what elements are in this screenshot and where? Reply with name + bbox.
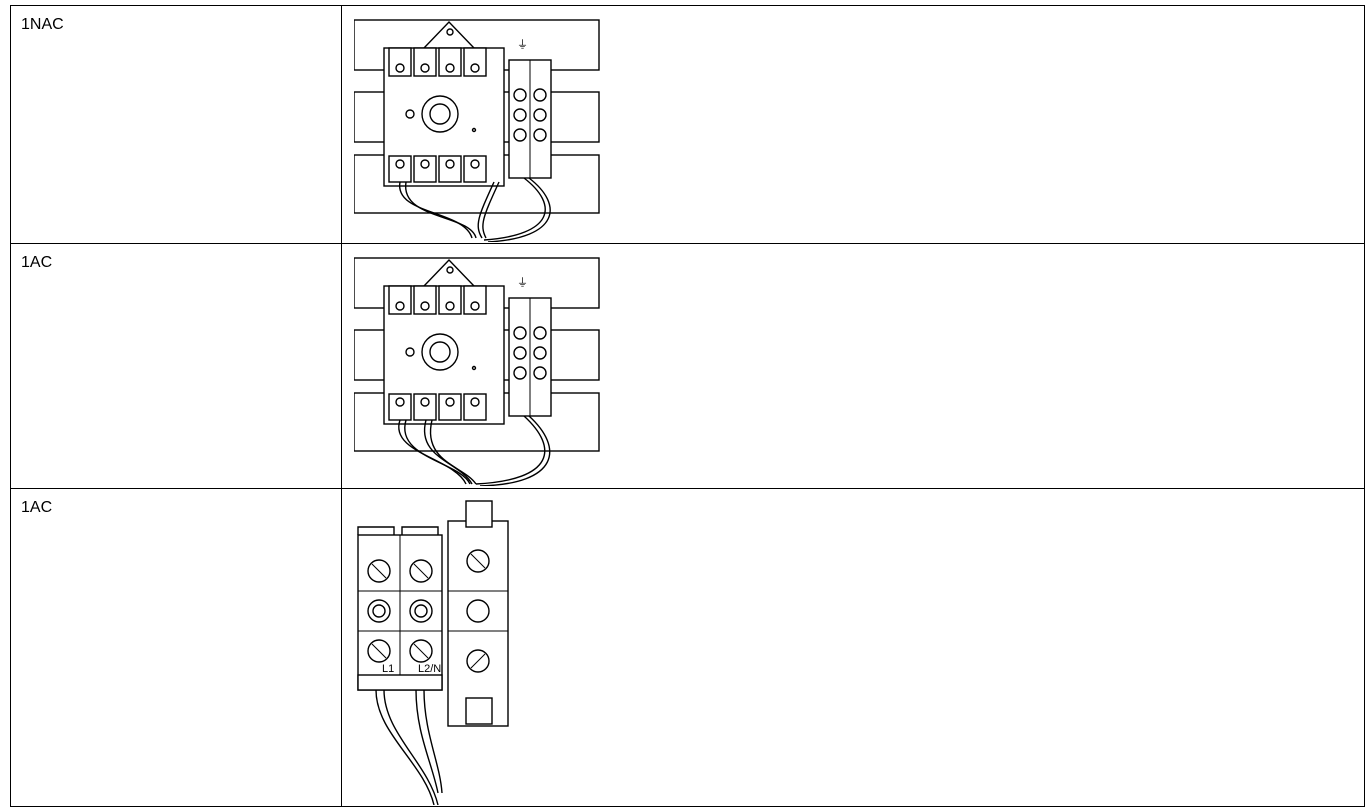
figure-cell: ⏚ bbox=[341, 5, 1365, 244]
isolator-switch-diagram: ⏚ bbox=[354, 19, 600, 242]
rotary-knob-icon bbox=[421, 95, 459, 133]
table-row: 1AC bbox=[10, 488, 1365, 807]
terminal-label-l1: L1 bbox=[382, 663, 394, 675]
bottom-terminals bbox=[388, 393, 487, 421]
row-label: 1AC bbox=[21, 254, 53, 271]
table-row: 1NAC bbox=[10, 5, 1365, 244]
top-terminals bbox=[388, 285, 487, 315]
label-cell: 1NAC bbox=[10, 5, 342, 244]
earth-symbol-icon: ⏚ bbox=[517, 276, 528, 289]
terminal-block-diagram: L1 L2/N bbox=[357, 500, 509, 805]
label-cell: 1AC bbox=[10, 243, 342, 489]
label-cell: 1AC bbox=[10, 488, 342, 807]
earth-terminal-block: ⏚ bbox=[508, 276, 552, 417]
rotary-knob-icon bbox=[421, 333, 459, 371]
bottom-terminals bbox=[388, 155, 487, 183]
table-row: 1AC bbox=[10, 243, 1365, 489]
row-label: 1NAC bbox=[21, 16, 64, 33]
figure-cell: ⏚ bbox=[341, 243, 1365, 489]
earth-symbol-icon: ⏚ bbox=[517, 38, 528, 51]
wiring-table: 1NAC bbox=[10, 5, 1365, 807]
figure-cell: L1 L2/N bbox=[341, 488, 1365, 807]
line-terminals: L1 L2/N bbox=[357, 526, 443, 691]
terminal-label-l2n: L2/N bbox=[418, 663, 441, 675]
row-label: 1AC bbox=[21, 499, 53, 516]
top-terminals bbox=[388, 47, 487, 77]
earth-terminal-block: ⏚ bbox=[508, 38, 552, 179]
isolator-switch-diagram: ⏚ bbox=[354, 257, 600, 486]
earth-terminal bbox=[447, 500, 509, 727]
